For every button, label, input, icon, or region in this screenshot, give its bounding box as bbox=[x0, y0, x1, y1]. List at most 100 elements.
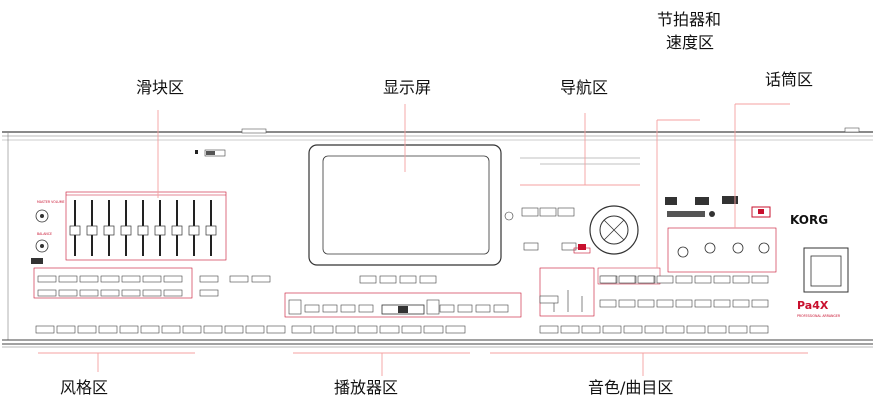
bottom-button bbox=[266, 325, 286, 334]
upper-button bbox=[618, 275, 636, 284]
bottom-button bbox=[560, 325, 580, 334]
callout-player: 播放器区 bbox=[334, 378, 399, 397]
bottom-button bbox=[644, 325, 664, 334]
player-button bbox=[304, 304, 320, 313]
bottom-button bbox=[539, 325, 559, 334]
bottom-button bbox=[224, 325, 244, 334]
player-button bbox=[493, 304, 509, 313]
style-button bbox=[199, 289, 219, 297]
bottom-button bbox=[203, 325, 223, 334]
brand-block: KORG Pa4X PROFESSIONAL ARRANGER bbox=[790, 213, 849, 318]
bottom-button bbox=[313, 325, 334, 334]
upper-button bbox=[751, 299, 769, 308]
style-button bbox=[37, 289, 57, 297]
style-button bbox=[121, 289, 141, 297]
bottom-button bbox=[445, 325, 466, 334]
style-button bbox=[199, 275, 219, 283]
style-button bbox=[229, 275, 249, 283]
slider-knob bbox=[137, 225, 149, 236]
upper-button bbox=[637, 299, 655, 308]
callout-sound-songbook: 音色/曲目区 bbox=[588, 378, 674, 397]
bottom-button bbox=[182, 325, 202, 334]
style-button bbox=[58, 289, 78, 297]
slider-knob bbox=[103, 225, 115, 236]
upper-button bbox=[751, 275, 769, 284]
callout-navigation: 导航区 bbox=[560, 78, 609, 97]
player-button bbox=[379, 275, 397, 284]
style-button bbox=[58, 275, 78, 283]
callout-style: 风格区 bbox=[60, 378, 109, 397]
slider-knob bbox=[188, 225, 200, 236]
upper-button bbox=[694, 299, 712, 308]
callout-mic: 话筒区 bbox=[765, 70, 814, 89]
master-volume-label: MASTER VOLUME bbox=[37, 200, 65, 204]
slider-knob bbox=[171, 225, 183, 236]
style-controls bbox=[33, 267, 271, 299]
style-button bbox=[142, 275, 162, 283]
bottom-button bbox=[728, 325, 748, 334]
bottom-button bbox=[56, 325, 76, 334]
panel-bottom-edge bbox=[2, 339, 873, 348]
player-button bbox=[419, 275, 437, 284]
upper-button bbox=[732, 275, 750, 284]
style-button bbox=[37, 275, 57, 283]
bottom-button bbox=[379, 325, 400, 334]
bottom-button bbox=[707, 325, 727, 334]
upper-button bbox=[713, 275, 731, 284]
upper-button bbox=[618, 299, 636, 308]
bottom-button bbox=[423, 325, 444, 334]
slider-block bbox=[65, 191, 227, 261]
bottom-button-rows bbox=[35, 275, 769, 334]
bottom-button bbox=[140, 325, 160, 334]
partner-logos bbox=[665, 196, 738, 217]
style-button bbox=[100, 275, 120, 283]
bottom-button bbox=[335, 325, 356, 334]
slider-knob bbox=[120, 225, 132, 236]
korg-logo: KORG bbox=[790, 213, 828, 227]
style-button bbox=[79, 289, 99, 297]
panel-top-edge bbox=[2, 127, 873, 340]
player-button bbox=[439, 304, 455, 313]
upper-button bbox=[675, 275, 693, 284]
callout-metronome-line2: 速度区 bbox=[666, 33, 715, 52]
player-button bbox=[359, 275, 377, 284]
upper-button bbox=[713, 299, 731, 308]
style-button bbox=[163, 289, 183, 297]
bottom-button bbox=[665, 325, 685, 334]
upper-button bbox=[599, 299, 617, 308]
upper-button bbox=[656, 299, 674, 308]
player-button bbox=[322, 304, 338, 313]
bottom-button bbox=[623, 325, 643, 334]
player-button bbox=[399, 275, 417, 284]
style-button bbox=[79, 275, 99, 283]
callout-display: 显示屏 bbox=[383, 78, 432, 97]
bottom-button bbox=[581, 325, 601, 334]
bottom-button bbox=[77, 325, 97, 334]
slider-knob bbox=[154, 225, 166, 236]
keyboard-set-controls bbox=[539, 267, 595, 317]
bottom-button bbox=[35, 325, 55, 334]
bottom-button bbox=[98, 325, 118, 334]
slider-knob bbox=[69, 225, 81, 236]
bottom-button bbox=[357, 325, 378, 334]
volume-knobs: MASTER VOLUME BALANCE bbox=[31, 200, 65, 264]
style-button bbox=[142, 289, 162, 297]
player-button bbox=[340, 304, 356, 313]
balance-label: BALANCE bbox=[37, 232, 52, 236]
mic-controls bbox=[667, 206, 777, 273]
player-button bbox=[475, 304, 491, 313]
bottom-button bbox=[401, 325, 422, 334]
style-button bbox=[121, 275, 141, 283]
upper-button bbox=[694, 275, 712, 284]
bottom-button bbox=[686, 325, 706, 334]
bottom-button bbox=[291, 325, 312, 334]
callout-metronome-line1: 节拍器和 bbox=[657, 10, 722, 29]
style-button bbox=[163, 275, 183, 283]
bottom-button bbox=[161, 325, 181, 334]
speaker-lock-switch bbox=[195, 149, 226, 157]
slider-knob bbox=[205, 225, 217, 236]
bottom-button bbox=[119, 325, 139, 334]
player-select-button bbox=[288, 299, 302, 315]
upper-button bbox=[732, 299, 750, 308]
pa4x-logo: Pa4X bbox=[797, 299, 829, 312]
